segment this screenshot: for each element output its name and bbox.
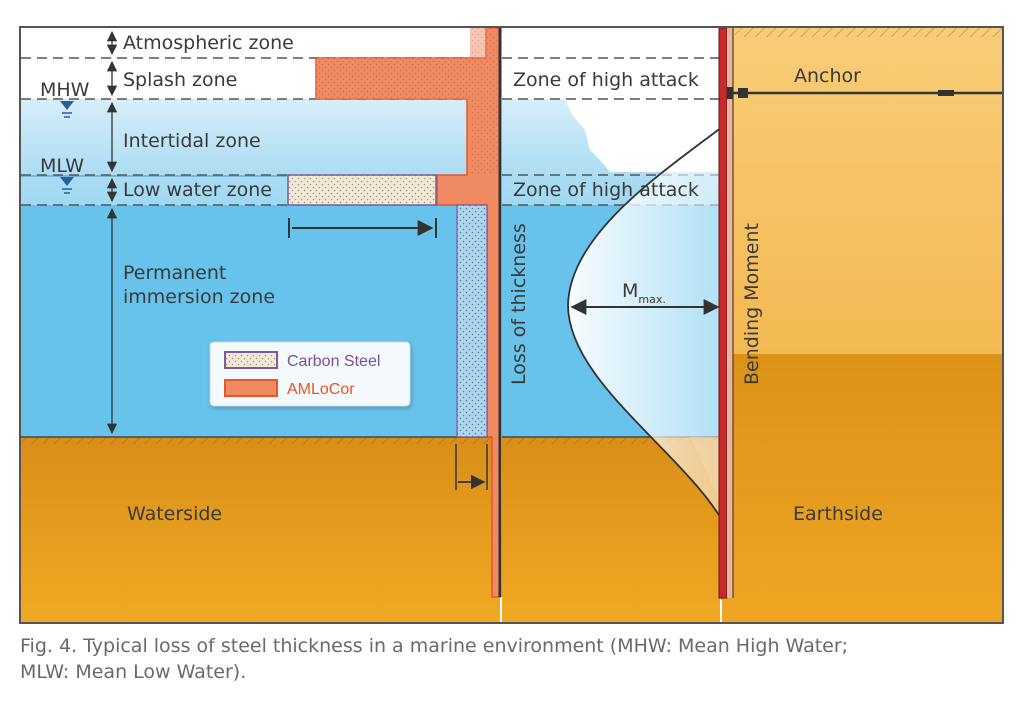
label-mmax: Mmax. (622, 280, 666, 306)
legend-label-amlocor: AMLoCor (287, 381, 355, 398)
label-attack-upper: Zone of high attack (513, 69, 699, 91)
figure-caption: Fig. 4. Typical loss of steel thickness … (20, 633, 1010, 685)
legend-label-carbon-steel: Carbon Steel (287, 353, 380, 370)
label-low-water: Low water zone (123, 179, 272, 201)
label-atmospheric: Atmospheric zone (123, 32, 294, 54)
label-intertidal: Intertidal zone (123, 130, 261, 152)
width-dimension-arrow (288, 218, 437, 238)
anchor-rod (727, 87, 1002, 99)
label-mhw: MHW (40, 79, 90, 101)
middle-seabed-hatch (502, 437, 720, 444)
sheet-pile-pink (727, 28, 733, 598)
carbon-steel-lowwater (287, 174, 437, 206)
legend-swatch-amlocor (224, 379, 278, 397)
earth-lower (722, 354, 1002, 622)
label-attack-lower: Zone of high attack (513, 179, 699, 201)
middle-sky (502, 28, 720, 99)
sheet-pile-red (718, 27, 728, 599)
earth-upper (722, 28, 1002, 354)
left-seabed-hatch (21, 437, 500, 444)
carbon-steel-immersion (456, 204, 488, 438)
label-earthside: Earthside (793, 503, 883, 525)
label-waterside: Waterside (127, 503, 222, 525)
figure-border (19, 26, 1004, 624)
axis-label-bending-moment: Bending Moment (741, 223, 763, 385)
left-soil (21, 437, 500, 622)
caption-line-2: MLW: Mean Low Water). (20, 661, 247, 683)
amlocor-dotted-strip (470, 28, 500, 175)
label-permanent-1: Permanent (123, 262, 226, 284)
label-mlw: MLW (40, 155, 84, 177)
earth-surface-hatch (735, 28, 1002, 37)
mmax-subscript: max. (638, 293, 665, 306)
mlw-symbol (60, 177, 74, 194)
label-permanent-2: immersion zone (123, 286, 275, 308)
label-splash: Splash zone (123, 69, 237, 91)
thickness-dimension-arrow (455, 444, 488, 490)
splash-dotted (316, 58, 470, 99)
label-anchor: Anchor (794, 65, 861, 87)
mhw-symbol (60, 101, 74, 118)
caption-line-1: Fig. 4. Typical loss of steel thickness … (20, 635, 849, 657)
legend-swatch-carbon-steel (224, 351, 278, 369)
mmax-symbol: M (622, 280, 638, 302)
middle-white-region (565, 99, 720, 172)
bending-moment-curve-lower-fill (690, 437, 722, 520)
axis-label-loss-of-thickness: Loss of thickness (508, 223, 530, 385)
legend: Carbon Steel AMLoCor (209, 341, 411, 407)
